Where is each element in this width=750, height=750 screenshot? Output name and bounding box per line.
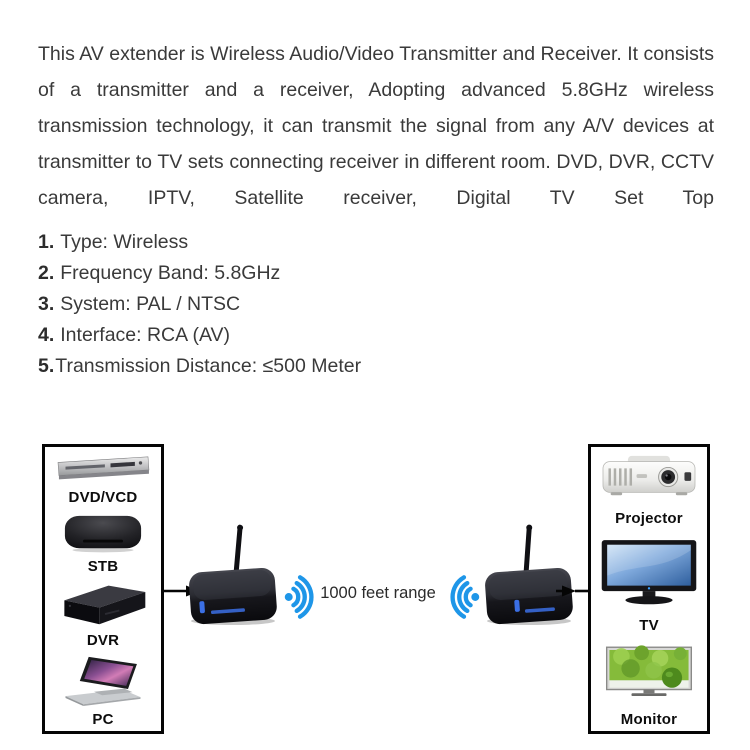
spec-number: 5. xyxy=(38,355,55,377)
dvr-icon xyxy=(64,585,146,625)
output-devices-box: Projector TV xyxy=(588,444,710,734)
tv-icon xyxy=(601,540,697,605)
output-device-label: Projector xyxy=(615,510,683,528)
antenna xyxy=(233,524,244,577)
wifi-signal-left-icon xyxy=(450,575,480,619)
spec-item-type: 1.Type: Wireless xyxy=(38,227,361,258)
spec-item-frequency: 2.Frequency Band: 5.8GHz xyxy=(38,258,361,289)
laptop-icon xyxy=(65,656,141,706)
spec-number: 2. xyxy=(38,262,55,284)
spec-text: Interface: RCA (AV) xyxy=(60,324,231,346)
spec-text: Transmission Distance: ≤500 Meter xyxy=(55,355,362,377)
output-device-label: Monitor xyxy=(620,710,678,728)
spec-text: Type: Wireless xyxy=(60,231,189,253)
spec-item-system: 3.System: PAL / NTSC xyxy=(38,289,361,320)
source-device-label: STB xyxy=(87,557,119,575)
spec-text: System: PAL / NTSC xyxy=(60,293,241,315)
spec-number: 3. xyxy=(38,293,55,315)
antenna xyxy=(523,524,533,577)
wireless-transmitter-icon xyxy=(189,524,277,625)
arrow-right-icon xyxy=(556,585,590,597)
spec-item-distance: 5.Transmission Distance: ≤500 Meter xyxy=(38,351,361,382)
spec-item-interface: 4.Interface: RCA (AV) xyxy=(38,320,361,351)
source-device-label: DVR xyxy=(86,632,120,650)
spec-text: Frequency Band: 5.8GHz xyxy=(60,262,281,284)
wifi-signal-right-icon xyxy=(284,575,314,619)
description-paragraph: This AV extender is Wireless Audio/Video… xyxy=(38,42,714,209)
dvd-player-icon xyxy=(57,456,150,480)
monitor-icon xyxy=(605,645,693,696)
source-device-label: PC xyxy=(92,710,114,728)
spec-list: 1.Type: Wireless 2.Frequency Band: 5.8GH… xyxy=(38,227,361,382)
output-device-label: TV xyxy=(639,616,659,634)
set-top-box-icon xyxy=(64,515,142,552)
spec-number: 4. xyxy=(38,324,55,346)
spec-number: 1. xyxy=(38,231,55,253)
source-device-label: DVD/VCD xyxy=(68,489,138,507)
projector-icon xyxy=(602,455,696,496)
wireless-receiver-icon xyxy=(485,524,573,625)
range-label: 1000 feet range xyxy=(320,584,436,602)
source-devices-box: DVD/VCD STB DVR xyxy=(42,444,164,734)
